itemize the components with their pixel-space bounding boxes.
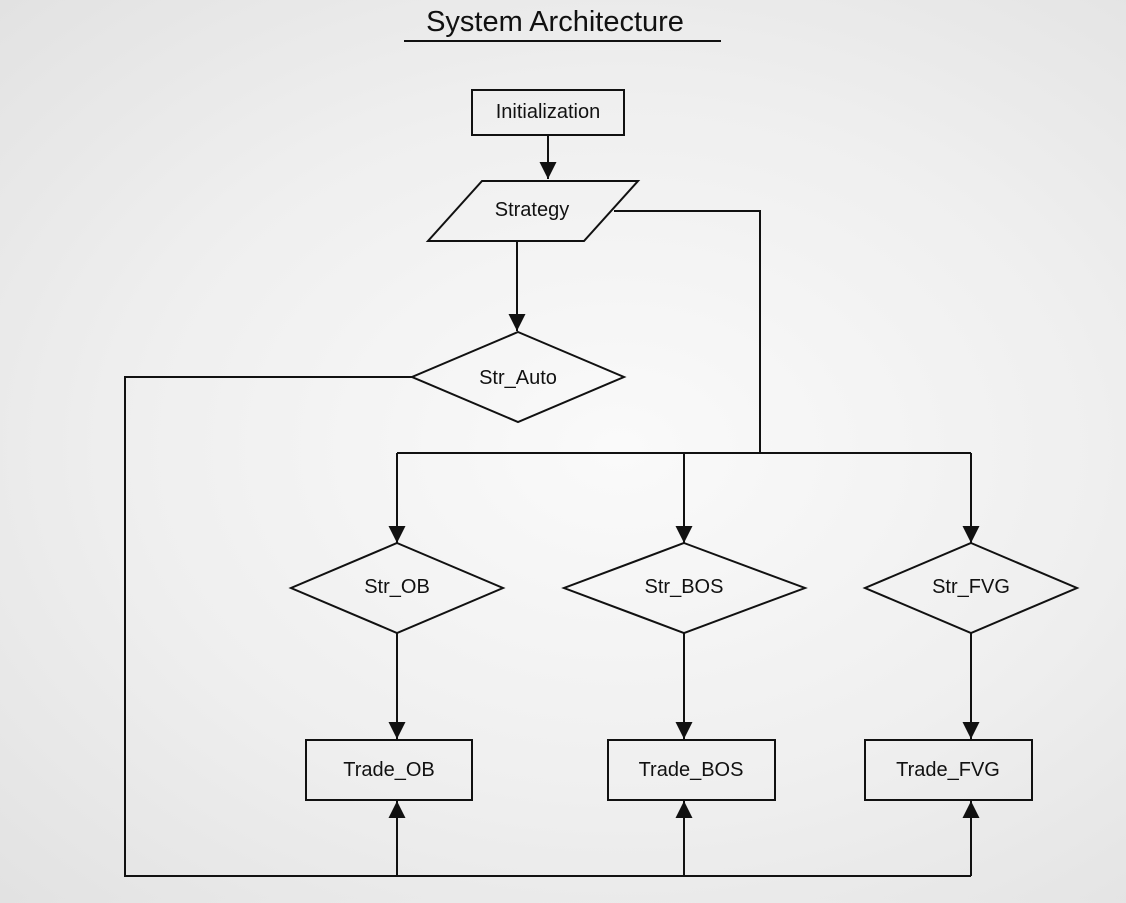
node-strategy-label: Strategy [495, 199, 569, 221]
edge-str-auto-loop [124, 376, 971, 877]
node-trade-ob[interactable]: Trade_OB [305, 739, 473, 801]
node-str-fvg-label: Str_FVG [932, 576, 1010, 598]
node-str-auto-label: Str_Auto [479, 367, 557, 389]
node-trade-ob-label: Trade_OB [343, 759, 435, 781]
node-initialization-label: Initialization [496, 101, 601, 123]
node-trade-bos[interactable]: Trade_BOS [607, 739, 776, 801]
node-str-fvg[interactable]: Str_FVG [862, 541, 1080, 635]
node-trade-bos-label: Trade_BOS [639, 759, 744, 781]
edge-strategy-to-bus [614, 210, 761, 453]
node-strategy[interactable]: Strategy [425, 180, 641, 242]
node-initialization[interactable]: Initialization [471, 89, 625, 136]
node-trade-fvg[interactable]: Trade_FVG [864, 739, 1033, 801]
node-trade-fvg-label: Trade_FVG [896, 759, 1000, 781]
diagram-title: System Architecture [426, 6, 684, 38]
node-str-auto[interactable]: Str_Auto [409, 330, 627, 424]
node-str-ob-label: Str_OB [364, 576, 430, 598]
node-str-ob[interactable]: Str_OB [288, 541, 506, 635]
node-str-bos[interactable]: Str_BOS [561, 541, 808, 635]
node-str-bos-label: Str_BOS [645, 576, 724, 598]
